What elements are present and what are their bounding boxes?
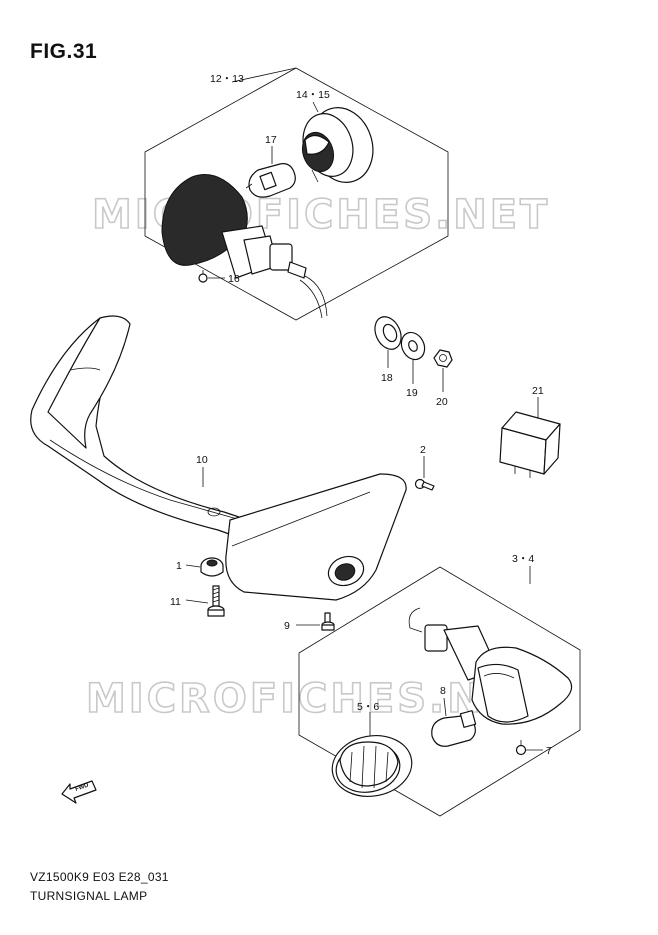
fwd-label: FWD xyxy=(75,782,91,793)
part-screw-9 xyxy=(321,612,335,631)
part-bulb-rear xyxy=(431,710,477,747)
part-housing-rear xyxy=(408,607,573,725)
label-18: 18 xyxy=(381,372,393,384)
label-3-4: 3・4 xyxy=(512,553,534,565)
label-12-13: 12・13 xyxy=(210,73,244,85)
part-bracket-10 xyxy=(30,315,407,601)
watermark-top: MICROFICHES.NET xyxy=(92,192,550,238)
part-housing-front xyxy=(161,174,328,319)
group-box-rear-turnsignal xyxy=(298,566,581,817)
label-8: 8 xyxy=(440,685,446,697)
part-screw-16 xyxy=(198,270,225,283)
label-14-15: 14・15 xyxy=(296,89,330,101)
label-1: 1 xyxy=(176,560,182,572)
label-7: 7 xyxy=(546,745,552,757)
label-20: 20 xyxy=(436,396,448,408)
part-bulb-front xyxy=(245,163,296,198)
part-bolt-11 xyxy=(207,585,225,617)
figure-title: FIG.31 xyxy=(30,40,98,63)
label-9: 9 xyxy=(284,620,290,632)
label-19: 19 xyxy=(406,387,418,399)
label-2: 2 xyxy=(420,444,426,456)
label-21: 21 xyxy=(532,385,544,397)
part-lens-front xyxy=(301,107,374,183)
model-code: VZ1500K9 E03 E28_031 xyxy=(30,870,169,884)
part-grommet-18 xyxy=(374,316,402,350)
part-washer-19 xyxy=(400,331,426,361)
part-cushion-1 xyxy=(200,557,224,577)
label-10: 10 xyxy=(196,454,208,466)
part-relay-21 xyxy=(499,411,561,478)
watermark-bottom: MICROFICHES.NET xyxy=(86,676,544,722)
label-5-6: 5・6 xyxy=(357,701,379,713)
fwd-arrow-icon: FWD xyxy=(61,780,97,804)
figure-name: TURNSIGNAL LAMP xyxy=(30,889,148,903)
part-lens-rear xyxy=(331,735,413,797)
label-17: 17 xyxy=(265,134,277,146)
label-11: 11 xyxy=(170,596,181,608)
part-nut-20 xyxy=(433,349,453,368)
part-screw-7 xyxy=(515,740,527,756)
part-screw-2 xyxy=(414,478,435,491)
label-16: 16 xyxy=(228,273,240,285)
